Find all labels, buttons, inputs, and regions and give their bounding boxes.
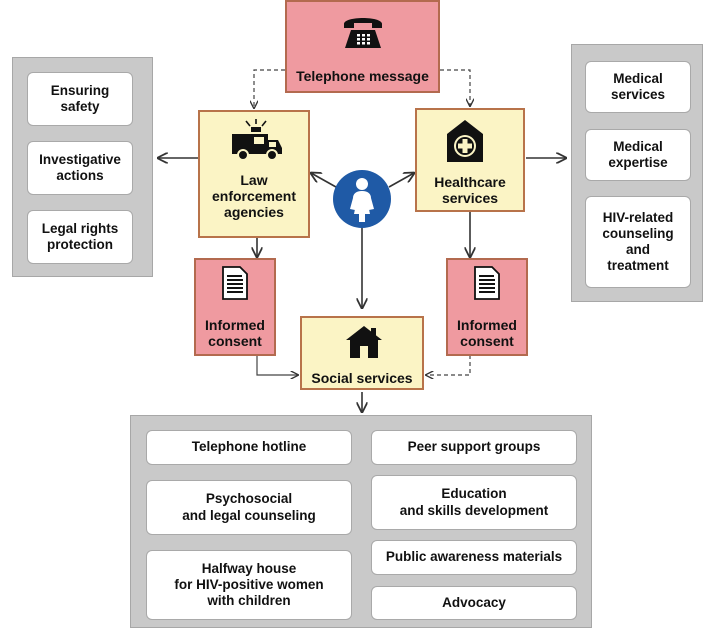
- informed-consent-right-label: Informed consent: [457, 317, 517, 350]
- arrow-consent-to-social-right: [426, 355, 471, 375]
- informed-consent-left-box: Informed consent: [194, 258, 276, 356]
- ensuring-safety-box: Ensuring safety: [27, 72, 133, 126]
- hospital-icon: [447, 120, 483, 162]
- arrow-woman-to-health: [388, 173, 414, 188]
- telephone-hotline-box: Telephone hotline: [146, 430, 352, 465]
- informed-consent-left-label: Informed consent: [205, 317, 265, 350]
- informed-consent-right-box: Informed consent: [446, 258, 528, 356]
- document-icon: [222, 266, 248, 300]
- social-services-label: Social services: [311, 370, 413, 386]
- peer-support-groups-box: Peer support groups: [371, 430, 577, 465]
- telephone-icon: [344, 18, 382, 48]
- document-icon: [474, 266, 500, 300]
- hiv-counseling-treatment-box: HIV-related counseling and treatment: [585, 196, 691, 288]
- law-enforcement-box: Law enforcement agencies: [198, 110, 310, 238]
- law-enforcement-label: Law enforcement agencies: [211, 172, 297, 221]
- advocacy-box: Advocacy: [371, 586, 577, 620]
- healthcare-label: Healthcare services: [434, 174, 506, 207]
- medical-expertise-box: Medical expertise: [585, 129, 691, 181]
- house-icon: [346, 326, 382, 358]
- arrow-woman-to-law: [311, 173, 337, 188]
- legal-rights-protection-box: Legal rights protection: [27, 210, 133, 264]
- halfway-house-box: Halfway house for HIV-positive women wit…: [146, 550, 352, 620]
- medical-services-box: Medical services: [585, 61, 691, 113]
- woman-icon: [333, 170, 391, 228]
- investigative-actions-box: Investigative actions: [27, 141, 133, 195]
- telephone-message-label: Telephone message: [296, 68, 429, 84]
- police-car-icon: [232, 119, 282, 161]
- healthcare-box: Healthcare services: [415, 108, 525, 212]
- dashed-connector-phone-law: [254, 69, 285, 108]
- arrow-consent-to-social-left: [256, 355, 298, 375]
- dashed-connector-phone-health: [440, 69, 470, 106]
- social-services-box: Social services: [300, 316, 424, 390]
- education-skills-development-box: Education and skills development: [371, 475, 577, 530]
- psychosocial-legal-counseling-box: Psychosocial and legal counseling: [146, 480, 352, 535]
- public-awareness-materials-box: Public awareness materials: [371, 540, 577, 575]
- telephone-message-box: Telephone message: [285, 0, 440, 93]
